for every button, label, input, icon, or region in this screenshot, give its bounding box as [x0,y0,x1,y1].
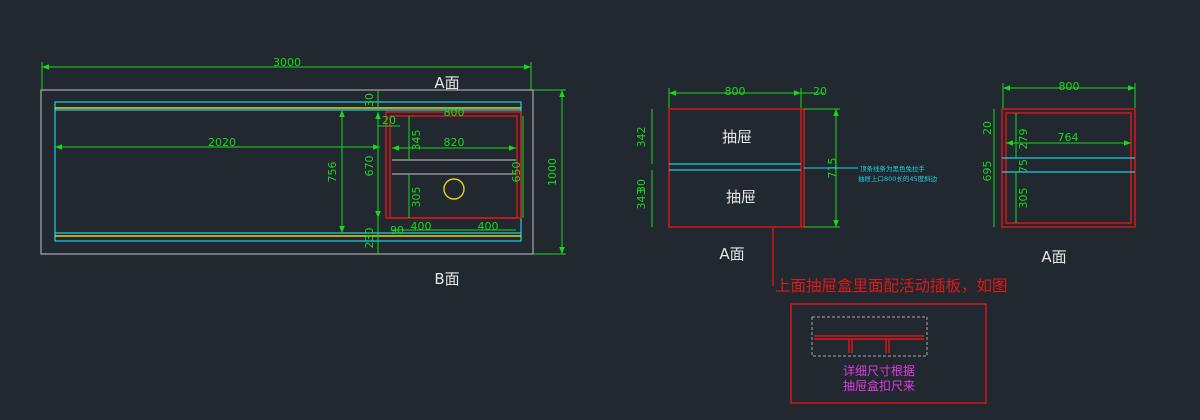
dim-side-left-top: 20 [981,121,994,135]
drawer-cabinet [668,108,805,228]
dim-side-gap: 20 [382,114,396,127]
dim-total-length: 3000 [273,56,301,69]
dim-side-inner-width: 764 [1058,131,1079,144]
dim-side-upper-height: 279 [1017,129,1030,150]
dim-front-mid-b: 343 [635,189,648,210]
note-text: 上面抽屉盒里面配活动插板，如图 [775,277,1008,295]
insert-detail: 上面抽屉盒里面配活动插板，如图 详细尺寸根据 抽屉盒扣尺来 [775,277,1008,404]
dim-front-right-gap: 20 [813,85,827,98]
dim-left-section: 2020 [208,136,236,149]
dim-bottom-gap: 230 [363,228,376,249]
dim-inner-depth: 345 [410,130,423,151]
drawer-bottom-label: 抽屉 [726,188,756,206]
dim-bottom-small: 90 [390,224,404,237]
dim-depth-outer: 1000 [546,158,559,186]
sink-cabinet [385,111,522,219]
dim-inner-width: 820 [444,136,465,149]
dim-side-lower-height: 305 [1017,188,1030,209]
dim-front-top-height: 342 [635,127,648,148]
detail-frame [790,303,987,404]
dim-front-width: 800 [725,85,746,98]
dim-front-mid-a: 30 [635,179,648,193]
detail-text-line-1: 详细尺寸根据 [843,363,915,378]
dim-right-depth: 650 [510,162,523,183]
annotation-line-1: 顶条线条为黑色免拉手 [860,164,926,173]
dim-depth-inner: 756 [326,162,339,183]
side-face-a-label: A面 [1041,248,1066,266]
front-view: 800 20 抽屉 抽屉 342 30 343 715 顶条线条为黑色免拉手 抽… [635,85,938,286]
side-cabinet [1001,108,1136,228]
plan-face-a-label: A面 [434,74,459,92]
front-face-a-label: A面 [719,245,744,263]
dim-side-width: 800 [1059,80,1080,93]
counter-outline [40,89,534,255]
side-cabinet-inner [1005,112,1132,224]
inner-outline [54,101,522,242]
drain-icon [443,178,465,200]
dim-split-left: 400 [411,220,432,233]
dim-split-right: 400 [478,220,499,233]
dim-sink-width: 800 [444,106,465,119]
detail-drawer-box [811,316,928,357]
detail-text-line-2: 抽屉盒扣尺来 [843,378,915,393]
dim-sink-depth: 670 [363,156,376,177]
plan-view: 3000 A面 2020 756 30 670 230 800 20 [40,56,566,288]
drawer-top-label: 抽屉 [722,128,752,146]
annotation-line-2: 抽屉上口800长的45度斜边 [858,174,938,183]
side-view: 800 764 20 695 279 75 305 A面 [981,80,1136,266]
sink-cabinet-inner [389,115,518,219]
dim-top-gap: 30 [363,93,376,107]
dim-side-total-height: 695 [981,161,994,182]
plan-face-b-label: B面 [434,270,459,288]
dim-side-mid: 75 [1017,159,1030,173]
dim-lower-depth: 305 [410,187,423,208]
